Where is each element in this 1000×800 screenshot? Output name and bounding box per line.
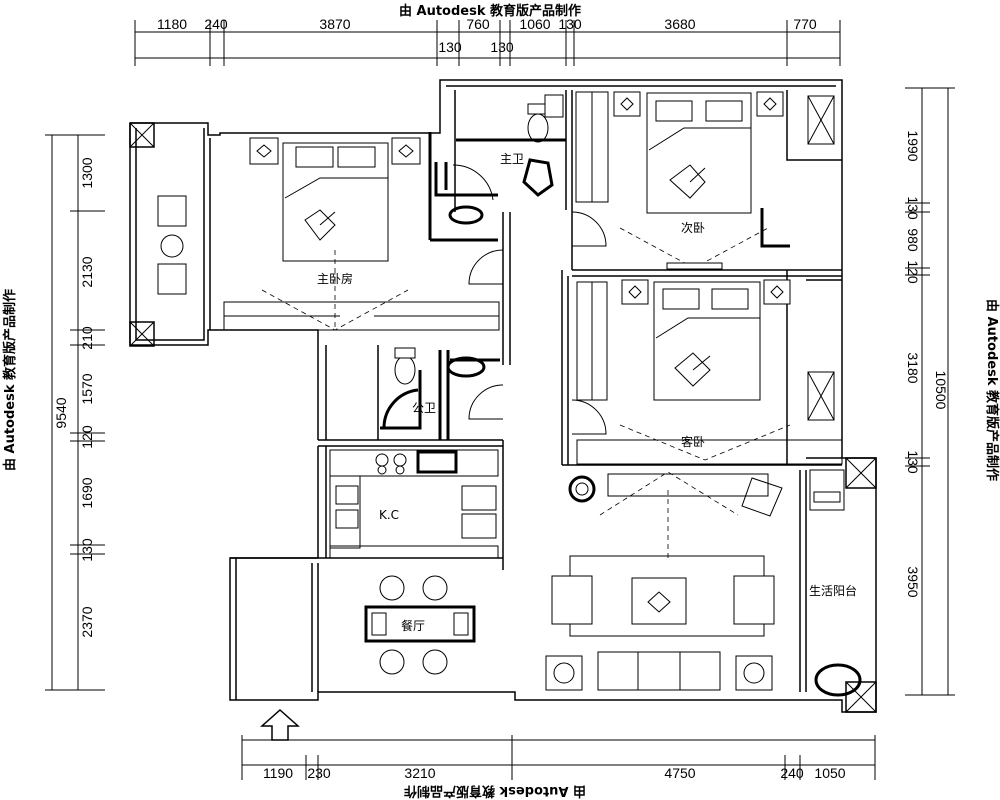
- dim-right-1: 1990: [905, 130, 921, 161]
- right-dimension-chain: 1990 130 980 120 3180 130 3950 10500: [905, 87, 955, 696]
- left-dimension-chain: 1300 2130 210 1570 120 1690 130 2370 954…: [45, 134, 105, 691]
- watermark-right: 由 Autodesk 教育版产品制作: [984, 299, 1000, 481]
- dim-top-6: 130: [558, 16, 582, 32]
- top-dimension-chain: 1180 240 3870 760 1060 130 3680 770 130 …: [134, 16, 841, 66]
- room-label-master-bath: 主卫: [500, 152, 524, 166]
- master-wardrobe: [223, 250, 500, 331]
- dim-bottom-6: 1050: [814, 765, 845, 781]
- dim-left-3: 210: [79, 326, 95, 350]
- dim-right-4: 120: [905, 260, 921, 284]
- dim-top-2: 240: [204, 16, 228, 32]
- column: [129, 122, 155, 148]
- exterior-walls: [129, 79, 877, 713]
- dim-right-7: 3950: [905, 566, 921, 597]
- room-label-public-bath: 公卫: [412, 401, 436, 415]
- dim-right-5: 3180: [905, 352, 921, 383]
- dim-top-7: 3680: [664, 16, 695, 32]
- watermark-bottom: 由 Autodesk 教育版产品制作: [404, 783, 586, 799]
- guest-bedroom-furniture: [571, 279, 843, 465]
- dim-top-4: 760: [466, 16, 490, 32]
- dim-top-8: 770: [793, 16, 817, 32]
- watermark-top: 由 Autodesk 教育版产品制作: [399, 3, 581, 19]
- dim-top-row2-1: 130: [438, 39, 462, 55]
- public-bath-fixtures: [380, 249, 504, 440]
- room-label-service-balcony: 生活阳台: [809, 583, 857, 598]
- dim-right-2: 130: [905, 196, 921, 220]
- room-label-guest-bedroom: 客卧: [681, 434, 705, 449]
- dim-right-6: 130: [905, 450, 921, 474]
- entry-arrow-icon: [260, 708, 300, 741]
- bottom-dimension-chain: 1190 230 3210 4750 240 1050: [241, 735, 876, 781]
- dim-top-row2-2: 130: [490, 39, 514, 55]
- service-balcony-fixtures: [809, 469, 862, 697]
- master-balcony-furniture: [157, 195, 187, 295]
- dim-left-8: 2370: [79, 606, 95, 637]
- room-label-kitchen: K.C: [379, 508, 399, 522]
- watermark-left: 由 Autodesk 教育版产品制作: [2, 289, 18, 471]
- dim-top-1: 1180: [157, 16, 187, 32]
- dim-bottom-5: 240: [780, 765, 804, 781]
- dining-table: [364, 575, 476, 675]
- living-room-furniture: [545, 471, 783, 691]
- dim-left-6: 1690: [79, 477, 95, 508]
- dim-top-5: 1060: [519, 16, 550, 32]
- second-bedroom-furniture: [571, 91, 835, 270]
- dim-left-2: 2130: [79, 256, 95, 287]
- dim-top-3: 3870: [319, 16, 350, 32]
- master-bath-fixtures: [428, 94, 566, 242]
- dim-right-3: 980: [905, 228, 921, 252]
- dim-left-4: 1570: [79, 373, 95, 404]
- room-label-second-bedroom: 次卧: [681, 221, 705, 235]
- dim-left-5: 120: [79, 425, 95, 449]
- dim-bottom-1: 1190: [263, 765, 293, 781]
- dim-left-1: 1300: [79, 157, 95, 188]
- dim-bottom-3: 3210: [404, 765, 435, 781]
- dim-bottom-4: 4750: [664, 765, 695, 781]
- master-bed: [249, 137, 421, 262]
- room-label-dining: 餐厅: [401, 618, 425, 633]
- room-labels: 主卧房 主卫 次卧 客卧 公卫 K.C 餐厅 客厅 生活阳台: [317, 152, 857, 633]
- interior-walls: [230, 90, 842, 700]
- dim-left-total: 9540: [53, 397, 69, 428]
- kitchen-fixtures: [329, 449, 499, 559]
- dim-left-7: 130: [79, 538, 95, 562]
- dim-bottom-2: 230: [307, 765, 331, 781]
- dim-right-total: 10500: [933, 371, 949, 410]
